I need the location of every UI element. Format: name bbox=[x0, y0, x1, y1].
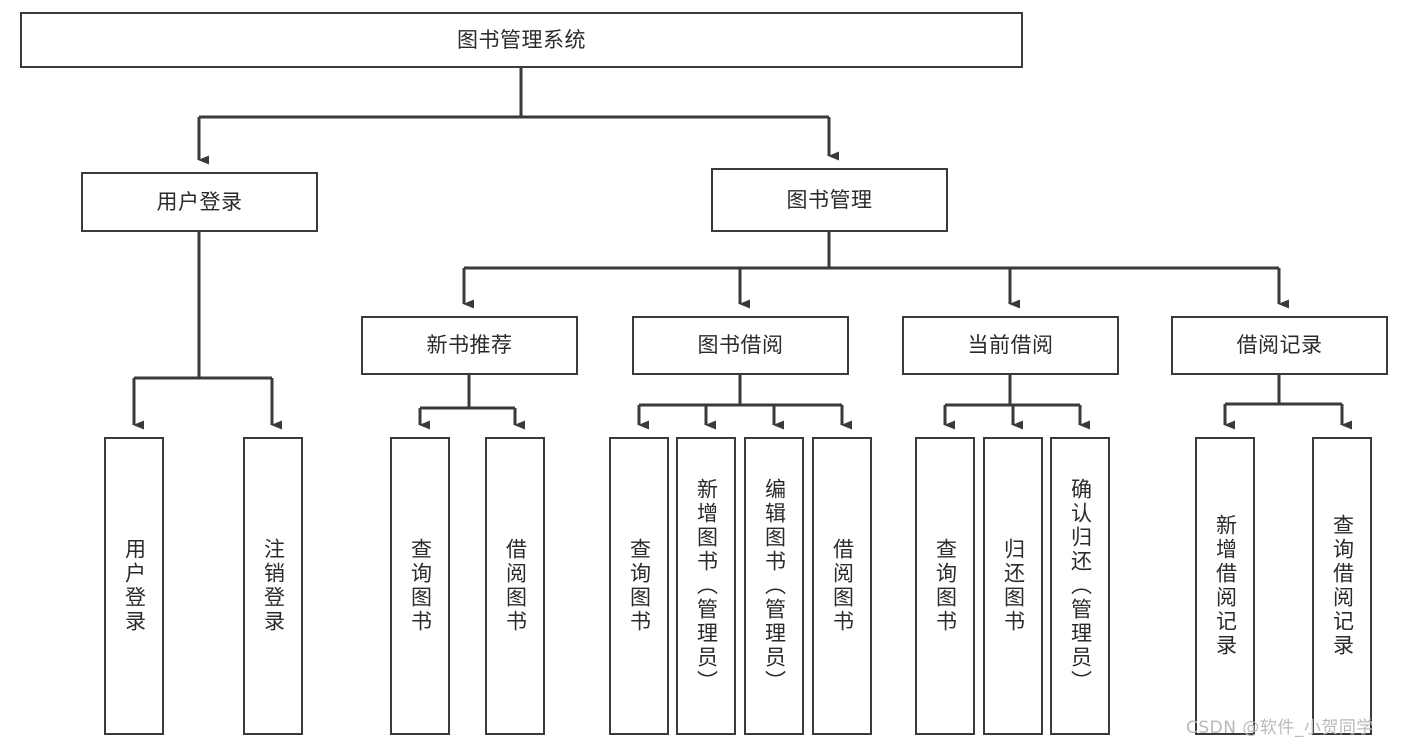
node-book-manage[interactable]: 图书管理 bbox=[711, 168, 948, 232]
node-leaf-query-book-2-label: 查询图书 bbox=[627, 538, 652, 634]
node-current-borrow[interactable]: 当前借阅 bbox=[902, 316, 1119, 375]
node-leaf-borrow-book-1[interactable]: 借阅图书 bbox=[485, 437, 545, 735]
node-leaf-query-book-2[interactable]: 查询图书 bbox=[609, 437, 669, 735]
node-leaf-user-login-label: 用户登录 bbox=[122, 538, 147, 634]
node-leaf-borrow-book-2[interactable]: 借阅图书 bbox=[812, 437, 872, 735]
node-leaf-add-record[interactable]: 新增借阅记录 bbox=[1195, 437, 1255, 735]
node-leaf-confirm-return[interactable]: 确认归还（管理员） bbox=[1050, 437, 1110, 735]
node-book-borrow-label: 图书借阅 bbox=[697, 333, 784, 358]
node-leaf-return-book-label: 归还图书 bbox=[1001, 538, 1026, 634]
node-leaf-confirm-return-label: 确认归还（管理员） bbox=[1068, 478, 1093, 694]
node-borrow-record[interactable]: 借阅记录 bbox=[1171, 316, 1388, 375]
node-leaf-logout-login[interactable]: 注销登录 bbox=[243, 437, 303, 735]
node-leaf-logout-login-label: 注销登录 bbox=[261, 538, 286, 634]
node-borrow-record-label: 借阅记录 bbox=[1236, 333, 1323, 358]
node-leaf-return-book[interactable]: 归还图书 bbox=[983, 437, 1043, 735]
node-leaf-edit-book[interactable]: 编辑图书（管理员） bbox=[744, 437, 804, 735]
node-new-book-recommend[interactable]: 新书推荐 bbox=[361, 316, 578, 375]
node-leaf-add-book[interactable]: 新增图书（管理员） bbox=[676, 437, 736, 735]
node-leaf-add-book-label: 新增图书（管理员） bbox=[694, 478, 719, 694]
node-user-login-label: 用户登录 bbox=[156, 189, 243, 214]
node-root[interactable]: 图书管理系统 bbox=[20, 12, 1023, 68]
node-current-borrow-label: 当前借阅 bbox=[967, 333, 1054, 358]
node-leaf-edit-book-label: 编辑图书（管理员） bbox=[762, 478, 787, 694]
node-leaf-query-book-3-label: 查询图书 bbox=[933, 538, 958, 634]
node-new-book-recommend-label: 新书推荐 bbox=[426, 333, 513, 358]
node-user-login[interactable]: 用户登录 bbox=[81, 172, 318, 232]
node-book-borrow[interactable]: 图书借阅 bbox=[632, 316, 849, 375]
node-leaf-user-login[interactable]: 用户登录 bbox=[104, 437, 164, 735]
node-book-manage-label: 图书管理 bbox=[786, 187, 873, 212]
node-leaf-borrow-book-1-label: 借阅图书 bbox=[503, 538, 528, 634]
node-leaf-query-record-label: 查询借阅记录 bbox=[1330, 514, 1355, 658]
csdn-watermark: CSDN @软件_小贺同学 bbox=[1186, 718, 1374, 738]
node-leaf-query-book-1[interactable]: 查询图书 bbox=[390, 437, 450, 735]
node-leaf-borrow-book-2-label: 借阅图书 bbox=[830, 538, 855, 634]
node-leaf-add-record-label: 新增借阅记录 bbox=[1213, 514, 1238, 658]
node-root-label: 图书管理系统 bbox=[457, 27, 586, 52]
node-leaf-query-record[interactable]: 查询借阅记录 bbox=[1312, 437, 1372, 735]
node-leaf-query-book-3[interactable]: 查询图书 bbox=[915, 437, 975, 735]
node-leaf-query-book-1-label: 查询图书 bbox=[408, 538, 433, 634]
